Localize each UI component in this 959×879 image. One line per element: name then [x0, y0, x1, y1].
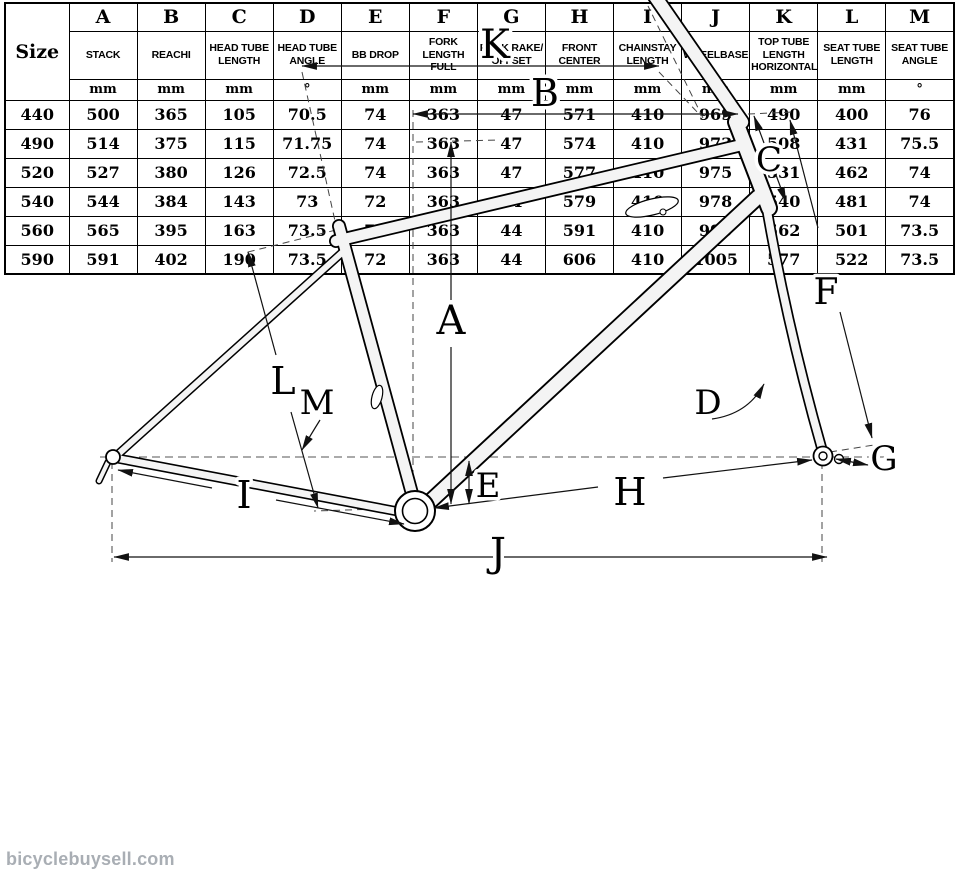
- value-560-b: 395: [136, 215, 206, 246]
- column-letter-l: L: [817, 2, 887, 32]
- dim-label-d: D: [694, 383, 721, 423]
- column-unit-b: mm: [136, 78, 206, 101]
- column-letter-j: J: [681, 2, 751, 32]
- value-520-b: 380: [136, 157, 206, 188]
- column-name-b: REACHI: [136, 30, 206, 80]
- bb-shell-inner: [401, 497, 429, 525]
- value-540-a: 544: [68, 186, 138, 217]
- size-cell-540: 540: [4, 186, 70, 217]
- value-540-c: 143: [204, 186, 274, 217]
- value-560-g: 44: [476, 215, 546, 246]
- column-letter-h: H: [544, 2, 615, 32]
- column-letter-e: E: [340, 2, 410, 32]
- size-cell-590: 590: [4, 244, 70, 275]
- value-440-b: 365: [136, 99, 206, 130]
- value-520-a: 527: [68, 157, 138, 188]
- frame-tubes-fill: [111, 0, 827, 518]
- column-unit-e: mm: [340, 78, 410, 101]
- dim-label-k: K: [480, 22, 511, 68]
- column-unit-l: mm: [817, 78, 887, 101]
- column-name-m: SEAT TUBE ANGLE: [885, 30, 955, 80]
- dim-label-j: J: [486, 530, 506, 576]
- frame-parts: [95, 196, 845, 532]
- value-520-g: 47: [476, 157, 546, 188]
- value-560-c: 163: [204, 215, 274, 246]
- column-name-d: HEAD TUBE ANGLE: [272, 30, 342, 80]
- value-440-m: 76: [885, 99, 955, 130]
- value-440-d: 70.5: [272, 99, 342, 130]
- value-490-d: 71.75: [272, 128, 342, 159]
- dimension-lines: [113, 62, 873, 561]
- value-590-a: 591: [68, 244, 138, 275]
- junction-bolt: [659, 208, 667, 216]
- column-letter-k: K: [749, 2, 819, 32]
- column-name-c: HEAD TUBE LENGTH: [204, 30, 274, 80]
- dimension-labels: K B C A F L M D E G H I J: [233, 19, 901, 580]
- bottle-mount: [370, 384, 384, 410]
- headtube-junction-detail: [625, 196, 679, 218]
- value-590-f: 363: [408, 244, 478, 275]
- value-560-a: 565: [68, 215, 138, 246]
- value-540-e: 72: [340, 186, 410, 217]
- dim-label-l: L: [270, 359, 295, 403]
- size-cell-440: 440: [4, 99, 70, 130]
- construction-lines: [100, 5, 888, 562]
- value-490-b: 375: [136, 128, 206, 159]
- value-520-c: 126: [204, 157, 274, 188]
- column-name-l: SEAT TUBE LENGTH: [817, 30, 887, 80]
- dim-label-g: G: [870, 439, 897, 479]
- value-590-b: 402: [136, 244, 206, 275]
- value-590-i: 410: [612, 244, 683, 275]
- rear-dropout: [105, 449, 121, 465]
- column-unit-f: mm: [408, 78, 478, 101]
- column-name-i: CHAINSTAY LENGTH: [612, 30, 683, 80]
- column-letter-c: C: [204, 2, 274, 32]
- value-490-i: 410: [612, 128, 683, 159]
- column-letter-b: B: [136, 2, 206, 32]
- value-490-e: 74: [340, 128, 410, 159]
- value-590-l: 522: [817, 244, 887, 275]
- front-axle: [818, 451, 828, 461]
- value-540-l: 481: [817, 186, 887, 217]
- value-490-g: 47: [476, 128, 546, 159]
- watermark: bicyclebuysell.com: [6, 849, 175, 869]
- dim-label-h: H: [613, 470, 646, 514]
- value-490-h: 574: [544, 128, 615, 159]
- value-590-m: 73.5: [885, 244, 955, 275]
- value-440-c: 105: [204, 99, 274, 130]
- column-name-k: TOP TUBE LENGTH HORIZONTAL: [749, 30, 819, 80]
- column-letter-d: D: [272, 2, 342, 32]
- dim-label-m: M: [300, 383, 335, 423]
- dim-label-a: A: [436, 298, 467, 344]
- value-590-g: 44: [476, 244, 546, 275]
- size-cell-490: 490: [4, 128, 70, 159]
- dim-label-c: C: [756, 140, 782, 180]
- value-440-a: 500: [68, 99, 138, 130]
- frame-diagram-svg: K B C A F L M D E G H I J: [95, 0, 901, 580]
- value-490-l: 431: [817, 128, 887, 159]
- value-490-a: 514: [68, 128, 138, 159]
- frame-geometry-diagram: K B C A F L M D E G H I J: [95, 0, 901, 580]
- dim-label-f: F: [814, 272, 839, 313]
- dim-label-i: I: [236, 473, 251, 517]
- value-520-d: 72.5: [272, 157, 342, 188]
- value-540-j: 978: [681, 186, 751, 217]
- dim-label-b: B: [531, 71, 559, 115]
- value-440-l: 400: [817, 99, 887, 130]
- value-540-b: 384: [136, 186, 206, 217]
- size-header-cell: Size: [4, 2, 70, 101]
- dim-label-e: E: [476, 466, 501, 506]
- column-name-f: FORK LENGTH FULL: [408, 30, 478, 80]
- value-560-m: 73.5: [885, 215, 955, 246]
- value-590-h: 606: [544, 244, 615, 275]
